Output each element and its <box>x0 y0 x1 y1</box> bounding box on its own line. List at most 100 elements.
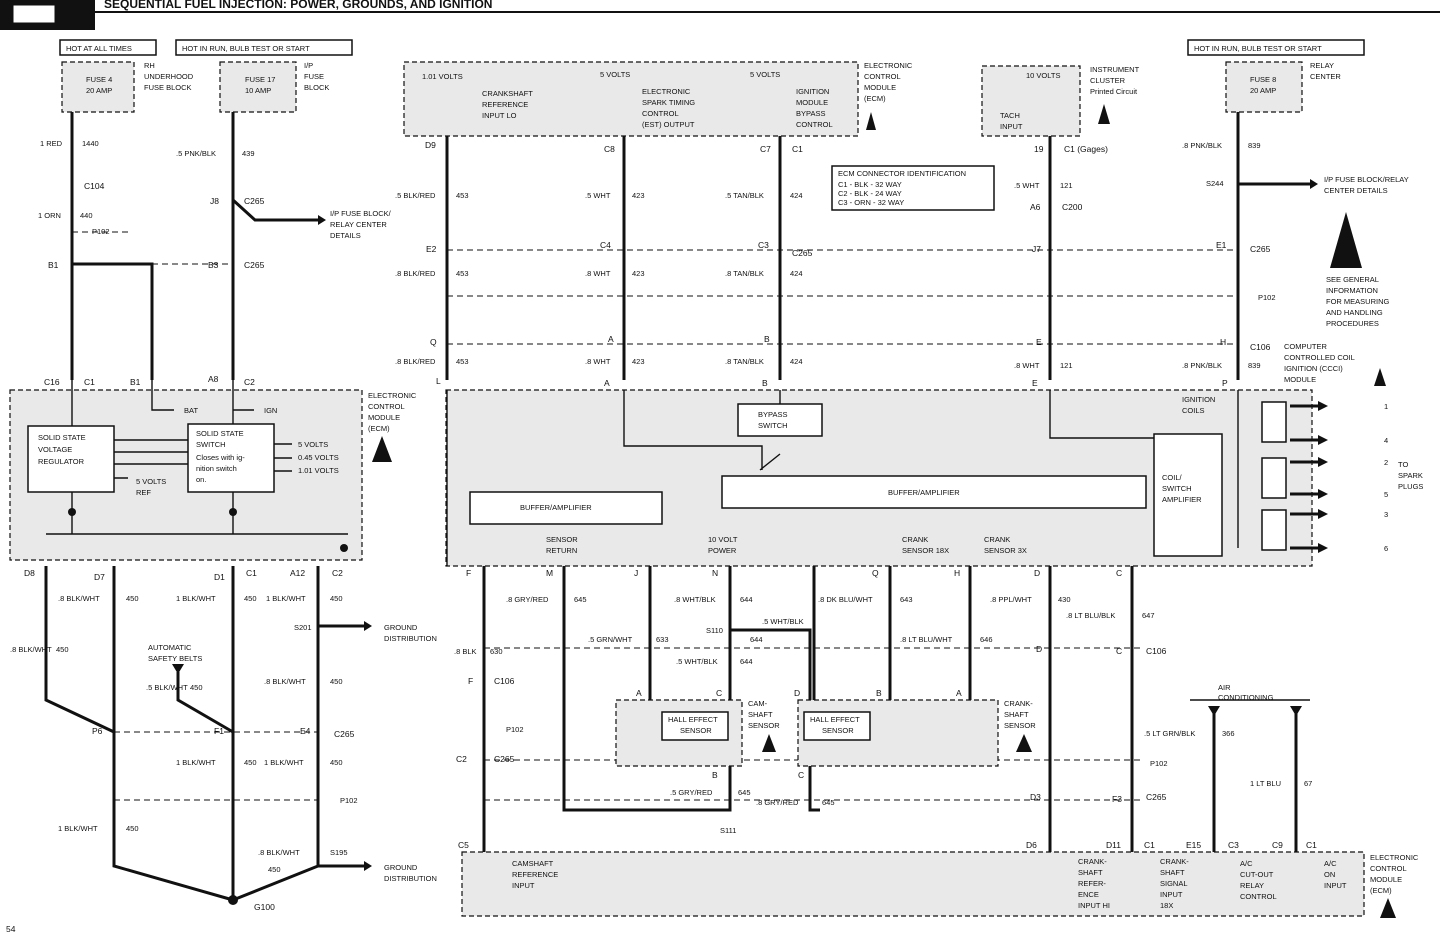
switch-label: SOLID STATE <box>196 429 244 438</box>
pin-label: B <box>762 378 768 388</box>
ecm-bypass: IGNITION <box>796 87 829 96</box>
wire-label: 644 <box>750 635 763 644</box>
wire-label: 450 <box>190 683 203 692</box>
connector-label: C1 <box>1144 840 1155 850</box>
arrow-icon <box>364 861 372 871</box>
connector-label: C1 <box>84 377 95 387</box>
pin-label: C7 <box>760 144 771 154</box>
pin-label: C <box>1116 646 1122 656</box>
ref-label: CENTER DETAILS <box>1324 186 1388 195</box>
crankref-label: SHAFT <box>1078 868 1103 877</box>
wire-label: 423 <box>632 269 645 278</box>
pin-label: B3 <box>208 260 219 270</box>
ac-on-label: A/C <box>1324 859 1337 868</box>
wire-label: 1 BLK/WHT <box>58 824 98 833</box>
switch-label: nition switch <box>196 464 237 473</box>
wire-label: .5 GRN/WHT <box>588 635 633 644</box>
cluster-voltage: 10 VOLTS <box>1026 71 1060 80</box>
fuse-4-loc: UNDERHOOD <box>144 72 194 81</box>
pin-label: B <box>876 688 882 698</box>
wire-label: 450 <box>330 594 343 603</box>
ecm-voltage: 5 VOLTS <box>750 70 780 79</box>
esd-warning-large-icon <box>1330 212 1362 268</box>
fuse-4-loc: RH <box>144 61 155 70</box>
output-voltage: 0.45 VOLTS <box>298 453 339 462</box>
sensor-wires <box>482 566 1298 852</box>
regulator-label: VOLTAGE <box>38 445 72 454</box>
pin-label: C3 <box>758 240 769 250</box>
wire-label: 646 <box>980 635 993 644</box>
pin-label: B1 <box>130 377 141 387</box>
spark-plugs-label: SPARK <box>1398 471 1423 480</box>
wire-label: .8 BLK/WHT <box>10 645 52 654</box>
cranksig-label: 18X <box>1160 901 1173 910</box>
pin-label: C4 <box>600 240 611 250</box>
fuse-4-amp: 20 AMP <box>86 86 112 95</box>
ecm-est: CONTROL <box>642 109 679 118</box>
pin-label: Q <box>430 337 437 347</box>
hall-effect-box <box>803 711 871 741</box>
pin-label: D1 <box>214 572 225 582</box>
pin-label: C5 <box>458 840 469 850</box>
connector-label: C3 <box>1228 840 1239 850</box>
camref-label: CAMSHAFT <box>512 859 554 868</box>
fuse-8-loc: CENTER <box>1310 72 1341 81</box>
crankref-label: REFER- <box>1078 879 1106 888</box>
pin-label: C16 <box>44 377 60 387</box>
wire-label: 450 <box>330 677 343 686</box>
ignition-coil-packs <box>1261 401 1328 553</box>
wire-label: .8 BLK/RED <box>395 269 436 278</box>
splice-label: S201 <box>294 623 312 632</box>
wire-label: 633 <box>656 635 669 644</box>
wire-label: .8 DK BLU/WHT <box>818 595 873 604</box>
pin-label: A <box>608 334 614 344</box>
ecm-label: ELECTRONIC <box>864 61 913 70</box>
ccci-internal-wires <box>446 390 1239 566</box>
arrow-icon <box>1310 179 1318 189</box>
pin-label: F1 <box>214 726 224 736</box>
crank18-label: CRANK <box>902 535 928 544</box>
pin-label: C2 <box>456 754 467 764</box>
ecm-est: ELECTRONIC <box>642 87 691 96</box>
wire-label: .8 PPL/WHT <box>990 595 1032 604</box>
crankref-label: CRANK- <box>1078 857 1107 866</box>
pin-label: D6 <box>1026 840 1037 850</box>
battery-icon <box>13 5 55 23</box>
pin-label: 19 <box>1034 144 1044 154</box>
pin-label: E <box>1032 378 1038 388</box>
ecm-label: ELECTRONIC <box>1370 853 1419 862</box>
ac-cutout-label: RELAY <box>1240 881 1264 890</box>
volt-power-label: POWER <box>708 546 737 555</box>
pin-label: J <box>634 568 638 578</box>
hot-label-box <box>175 39 353 56</box>
arrow-icon <box>364 621 372 631</box>
connector-label: C1 <box>792 144 803 154</box>
connector-label: C106 <box>1250 342 1271 352</box>
wire-label: 645 <box>738 788 751 797</box>
pin-label: D <box>1034 568 1040 578</box>
hot-label-box <box>1187 39 1365 56</box>
connector-label: C265 <box>1146 792 1167 802</box>
ac-on-label: INPUT <box>1324 881 1347 890</box>
esd-warning-icon <box>1380 898 1396 918</box>
ac-cutout-label: CUT-OUT <box>1240 870 1274 879</box>
ignition-coils-label: IGNITION <box>1182 395 1215 404</box>
pin-label: Q <box>872 568 879 578</box>
fuse-block-rh <box>61 61 135 113</box>
ccci-label: MODULE <box>1284 375 1316 384</box>
instrument-cluster <box>981 65 1081 137</box>
ecm-top-module <box>403 61 859 137</box>
connector-label: C265 <box>244 260 265 270</box>
buffer-amplifier-main <box>721 475 1147 509</box>
connector-label: C1 <box>246 568 257 578</box>
pin-label: H <box>1220 337 1226 347</box>
wire-label: 1 BLK/WHT <box>264 758 304 767</box>
splice-label: S111 <box>720 826 736 835</box>
regulator-label: SOLID STATE <box>38 433 86 442</box>
ecm-conn-header: ECM CONNECTOR IDENTIFICATION <box>838 169 966 178</box>
connector-label: C200 <box>1062 202 1083 212</box>
wire-label: 643 <box>900 595 913 604</box>
wire-label: .8 LT BLU/BLK <box>1066 611 1115 620</box>
ecm-conn-line: C1 - BLK - 32 WAY <box>838 180 902 189</box>
